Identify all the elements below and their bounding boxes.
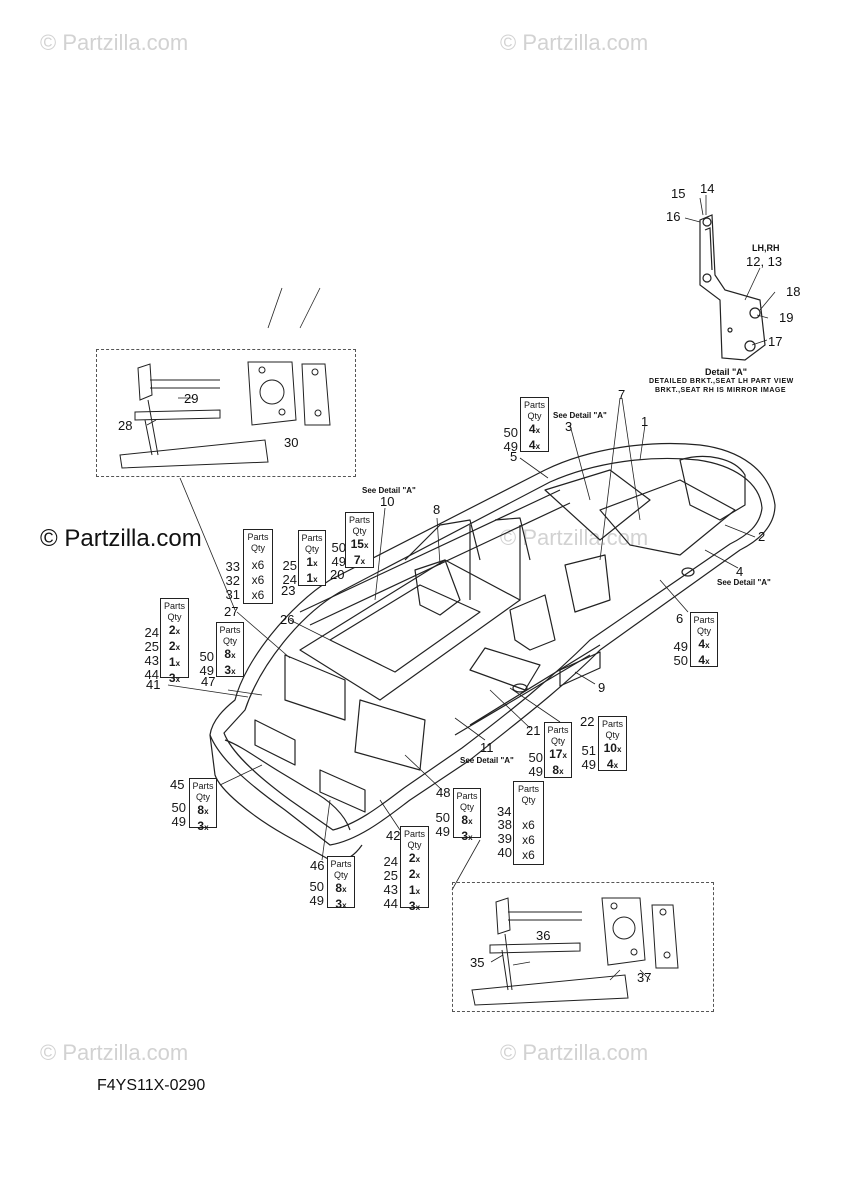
callout-26: 26 — [280, 612, 295, 627]
callout-8: 8 — [433, 502, 441, 517]
callout-23: 23 — [281, 583, 296, 598]
callout-14: 14 — [700, 181, 715, 196]
inset-box-top — [96, 349, 356, 477]
detail-a-note-2: BRKT.,SEAT RH IS MIRROR IMAGE — [655, 387, 787, 394]
callout-2: 2 — [758, 529, 766, 544]
inset-top-parts — [119, 361, 331, 469]
callout-46: 46 — [310, 858, 325, 873]
callout-3: 3 — [565, 419, 573, 434]
diagram-code: F4YS11X-0290 — [97, 1077, 206, 1094]
callout-16: 16 — [666, 209, 681, 224]
watermark-bottom-right: © Partzilla.com — [500, 1040, 649, 1065]
see-detail-note-10: See Detail "A" — [362, 486, 416, 495]
callout-6: 6 — [676, 611, 684, 626]
callout-42: 42 — [386, 828, 401, 843]
callout-9: 9 — [598, 680, 606, 695]
see-detail-note-4: See Detail "A" — [717, 578, 771, 587]
see-detail-note-11: See Detail "A" — [460, 756, 514, 765]
watermark-top-left: © Partzilla.com — [40, 30, 189, 55]
callout-27: 27 — [224, 604, 239, 619]
hull-outline — [209, 443, 776, 862]
callout-28: 28 — [118, 418, 133, 433]
lh-rh-label: LH,RH — [752, 243, 780, 253]
callout-17: 17 — [768, 334, 783, 349]
callout-20: 20 — [330, 567, 345, 582]
callout-45: 45 — [170, 777, 185, 792]
inset-bottom-parts — [471, 897, 679, 1006]
detail-a-bracket — [699, 214, 766, 361]
leader-lines — [146, 195, 776, 981]
callout-15: 15 — [671, 186, 686, 201]
callout-30: 30 — [284, 435, 299, 450]
detail-a-title: Detail "A" — [705, 367, 748, 377]
see-detail-note-3: See Detail "A" — [553, 411, 607, 420]
inset-box-bottom — [452, 882, 714, 1012]
callout-41: 41 — [146, 677, 161, 692]
callout-18: 18 — [786, 284, 801, 299]
callout-47: 47 — [201, 674, 216, 689]
callout-35: 35 — [470, 955, 485, 970]
callout-4: 4 — [736, 564, 744, 579]
watermark-main: © Partzilla.com — [40, 525, 202, 552]
callout-19: 19 — [779, 310, 794, 325]
callout-34: 34 — [497, 804, 512, 819]
callout-29: 29 — [184, 391, 199, 406]
callout-36: 36 — [536, 928, 551, 943]
watermark-top-right: © Partzilla.com — [500, 30, 649, 55]
callout-7: 7 — [618, 387, 626, 402]
callout-5: 5 — [510, 449, 518, 464]
callout-10: 10 — [380, 494, 395, 509]
callout-48: 48 — [436, 785, 451, 800]
callout-1: 1 — [641, 414, 649, 429]
callout-21: 21 — [526, 723, 541, 738]
callout-12-13: 12, 13 — [746, 254, 783, 269]
callout-22: 22 — [580, 714, 595, 729]
callout-37: 37 — [637, 970, 652, 985]
callout-11: 11 — [480, 740, 494, 755]
detail-a-note-1: DETAILED BRKT.,SEAT LH PART VIEW — [649, 378, 794, 385]
watermark-bottom-left: © Partzilla.com — [40, 1040, 189, 1065]
